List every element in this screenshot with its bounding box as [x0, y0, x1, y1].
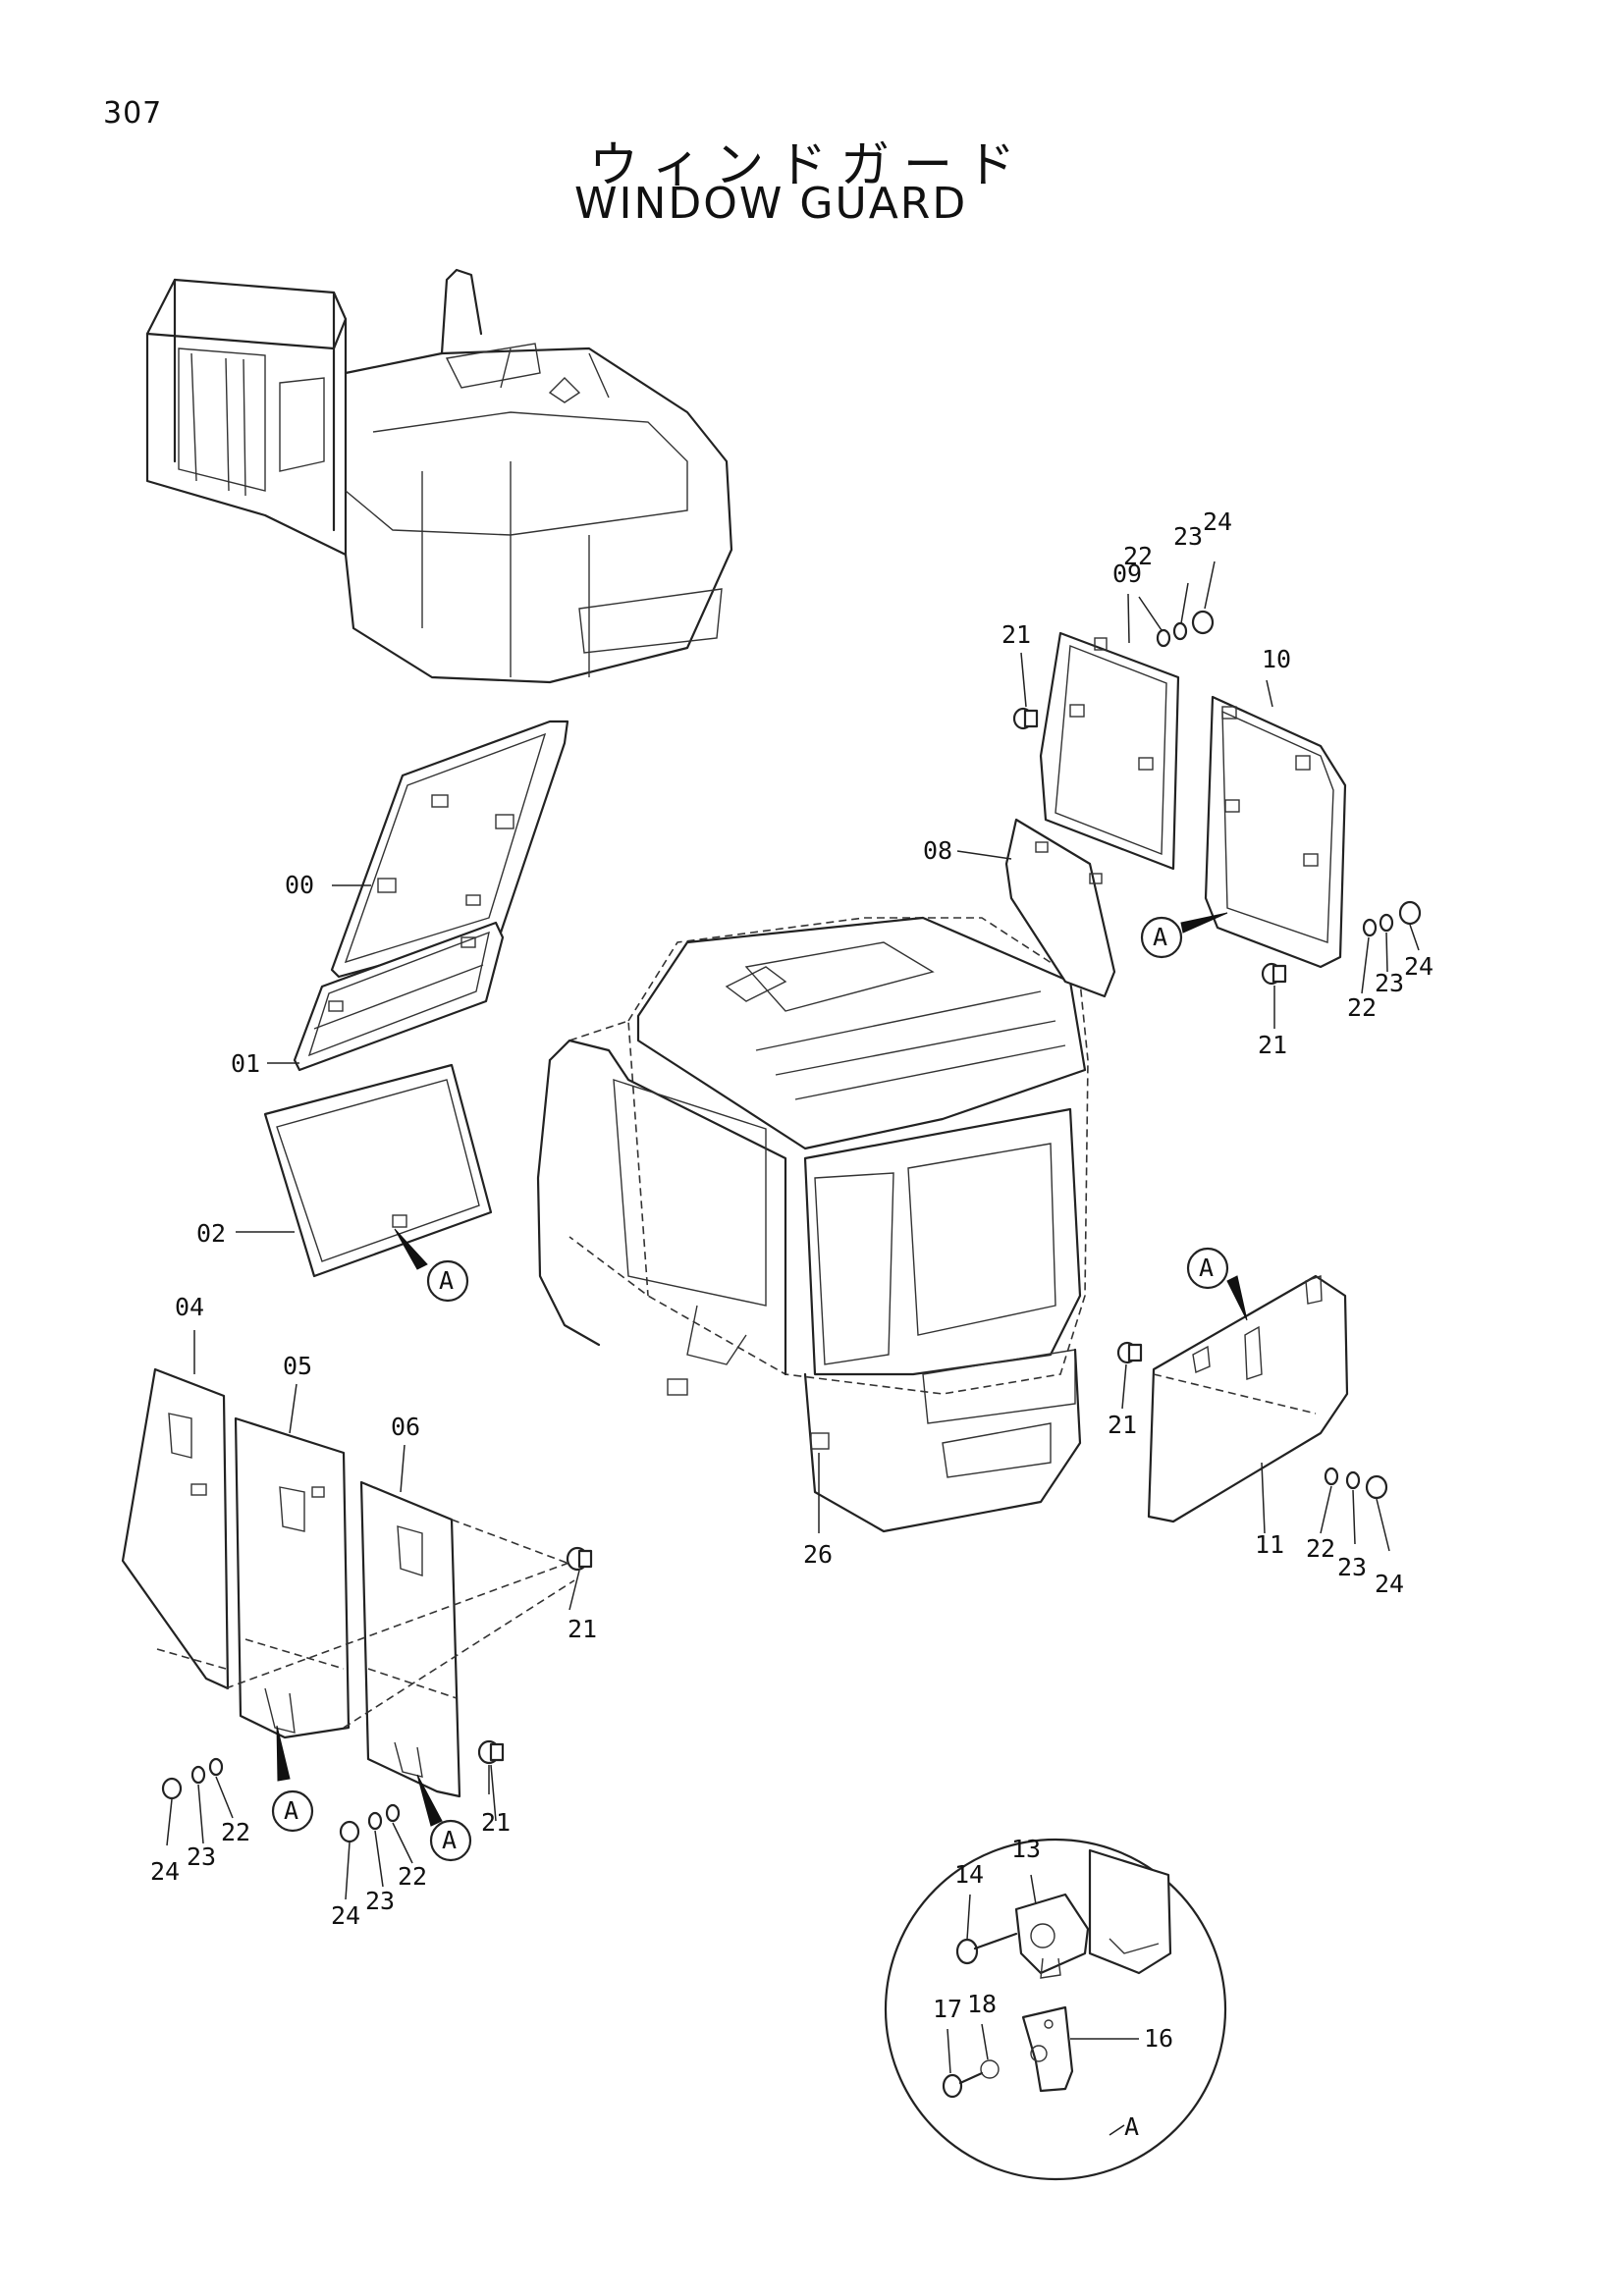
- part-09-shape: [1039, 631, 1180, 871]
- part-01-shape: [293, 921, 505, 1072]
- title-japanese: ウィンドガード: [589, 136, 1029, 193]
- callout-23: 23: [187, 1842, 216, 1871]
- detail-a-markers: [271, 912, 1248, 1862]
- part-10-shape: [1204, 695, 1347, 969]
- callout-26: 26: [803, 1540, 833, 1569]
- callout-18: 18: [967, 1990, 997, 2018]
- part-06-shape: [359, 1480, 461, 1798]
- callout-22: 22: [1123, 542, 1153, 570]
- marker-a: A: [1199, 1254, 1214, 1282]
- callout-23: 23: [1337, 1553, 1367, 1581]
- callout-24: 24: [331, 1901, 360, 1930]
- callout-24: 24: [150, 1857, 180, 1886]
- callout-17: 17: [933, 1995, 962, 2023]
- callout-02: 02: [196, 1219, 226, 1248]
- callout-14: 14: [954, 1860, 984, 1889]
- callout-10: 10: [1262, 645, 1291, 673]
- callout-21: 21: [1001, 620, 1031, 649]
- callout-21: 21: [481, 1808, 511, 1837]
- callout-22: 22: [1306, 1534, 1335, 1563]
- callout-05: 05: [283, 1352, 312, 1380]
- callout-13: 13: [1011, 1835, 1041, 1863]
- marker-a: A: [442, 1826, 457, 1854]
- callout-09: 09: [1112, 560, 1142, 588]
- marker-a: A: [1153, 923, 1167, 951]
- part-00-shape: [330, 720, 569, 979]
- part-05-shape: [234, 1416, 351, 1739]
- excavator-overview-drawing: [145, 268, 733, 684]
- callout-23: 23: [1173, 522, 1203, 551]
- part-04-shape: [121, 1367, 230, 1690]
- callout-22: 22: [221, 1818, 250, 1846]
- page-number: 307: [103, 96, 163, 131]
- marker-a: A: [439, 1266, 454, 1295]
- callout-24: 24: [1404, 952, 1434, 981]
- callout-04: 04: [175, 1293, 204, 1321]
- callout-00: 00: [285, 871, 314, 899]
- callout-01: 01: [231, 1049, 260, 1078]
- callout-08: 08: [923, 836, 952, 865]
- callout-22: 22: [1347, 993, 1377, 1022]
- cab-body-drawing: [536, 916, 1089, 1533]
- callout-21: 21: [1108, 1411, 1137, 1439]
- callout-24: 24: [1203, 507, 1232, 536]
- fasteners-upper-right: [1012, 610, 1422, 986]
- marker-a-detail: A: [1124, 2112, 1139, 2141]
- callout-labels: 00 01 02 04 05 06 08 09 10 11 13 14 16 1…: [150, 507, 1434, 2141]
- callout-06: 06: [391, 1413, 420, 1441]
- fasteners-lower-left: [161, 1519, 593, 1843]
- callout-21: 21: [1258, 1031, 1287, 1059]
- fasteners-right: [1116, 1341, 1388, 1500]
- callout-16: 16: [1144, 2024, 1173, 2053]
- title-english: WINDOW GUARD: [574, 179, 968, 229]
- callout-21: 21: [568, 1615, 597, 1643]
- marker-a: A: [284, 1796, 298, 1825]
- callout-23: 23: [1375, 969, 1404, 997]
- leader-lines: [166, 561, 1420, 2136]
- callout-22: 22: [398, 1862, 427, 1891]
- callout-24: 24: [1375, 1570, 1404, 1598]
- detail-a-drawing: [884, 1838, 1227, 2181]
- part-11-shape: [1147, 1274, 1349, 1523]
- part-02-shape: [263, 1063, 493, 1278]
- callout-23: 23: [365, 1887, 395, 1915]
- part-08-shape: [1004, 818, 1116, 998]
- callout-11: 11: [1255, 1530, 1284, 1559]
